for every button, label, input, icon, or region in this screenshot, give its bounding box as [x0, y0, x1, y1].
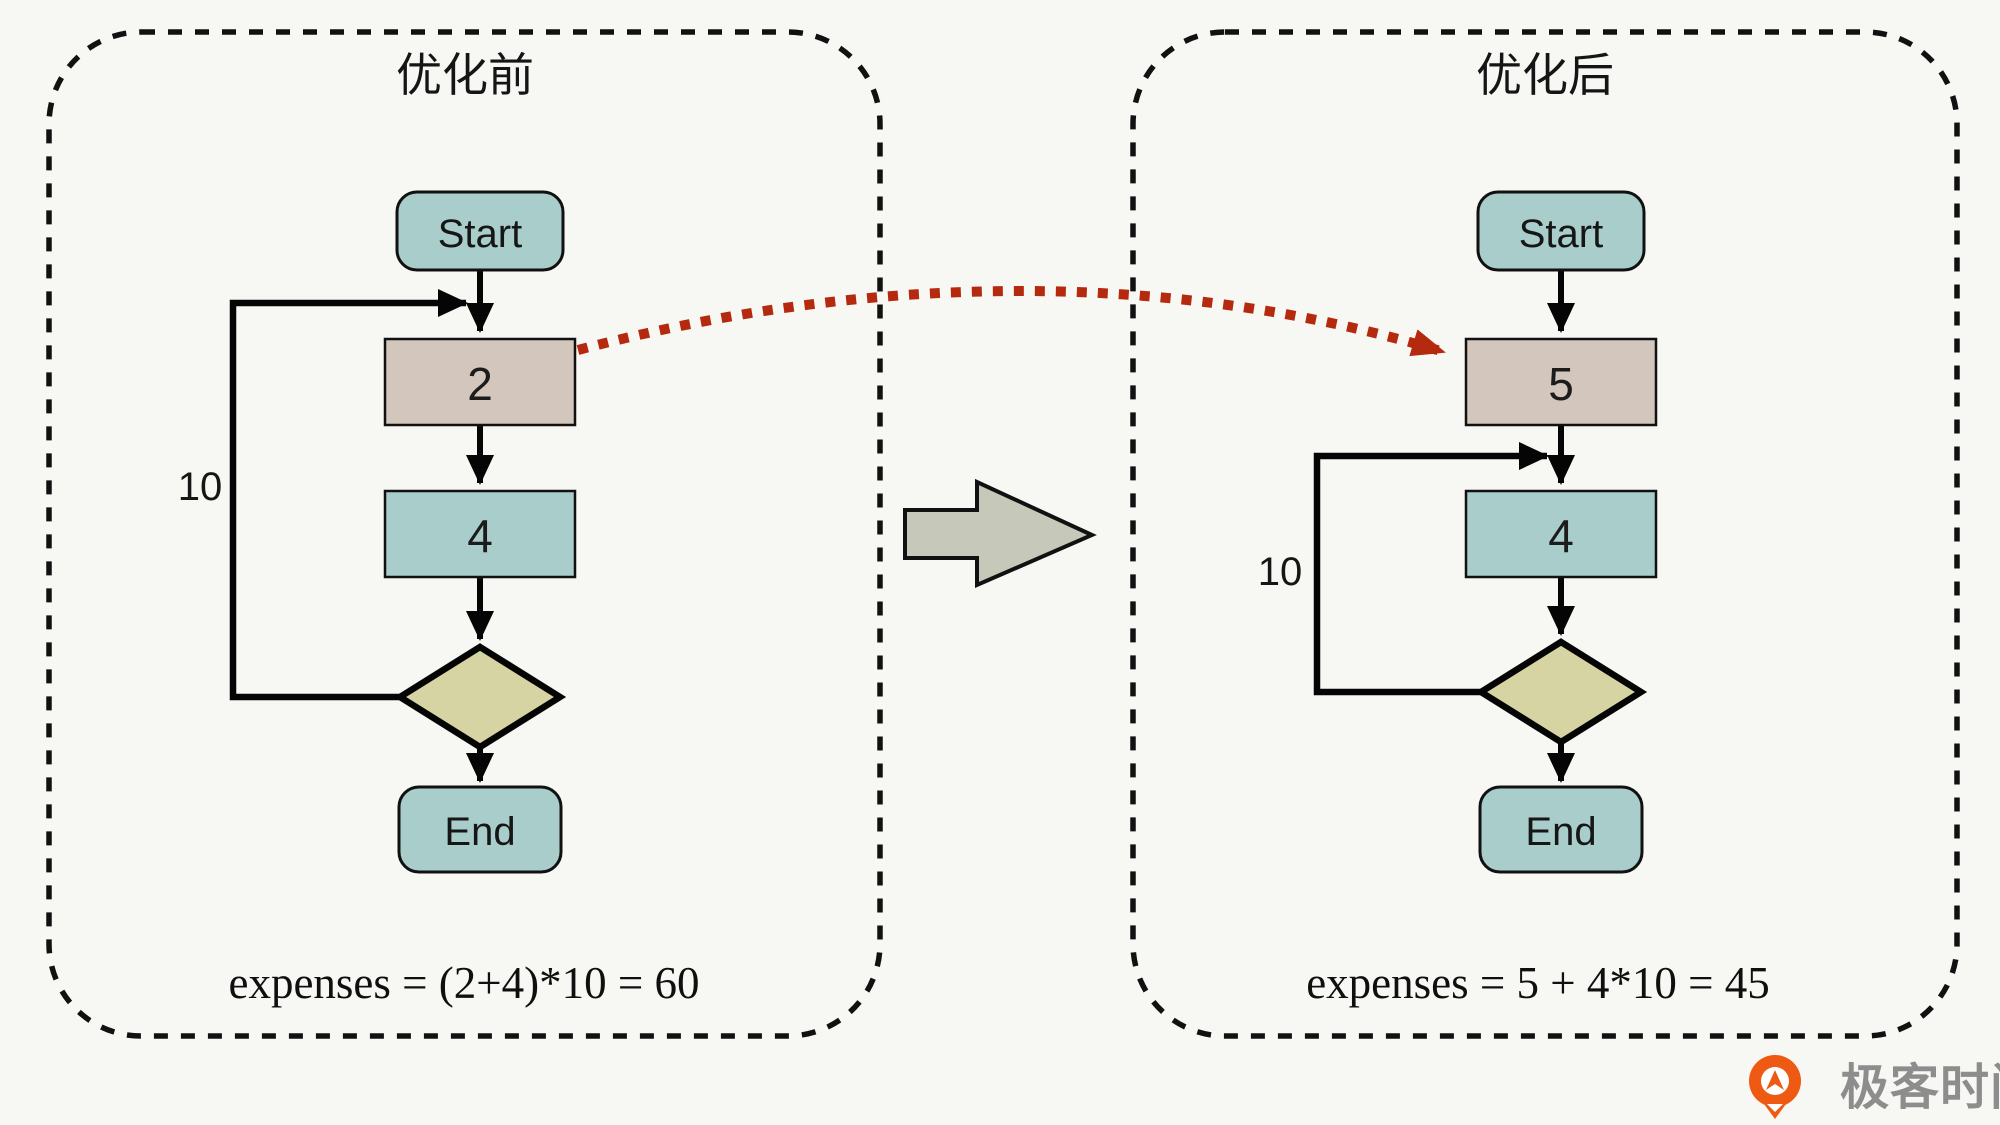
end-node-after [1478, 785, 1644, 874]
decision-diamond-after [1474, 638, 1648, 746]
end-node-after-label: End [1525, 810, 1596, 854]
inner-cost-node-after [1464, 489, 1658, 579]
start-node-after-label: Start [1519, 212, 1603, 256]
formula-after: expenses = 5 + 4*10 = 45 [1306, 958, 1770, 1008]
outer-cost-node-after [1464, 337, 1658, 427]
geektime-logo-icon [1749, 1055, 1801, 1119]
logo-pin-notch [1767, 1104, 1783, 1112]
start-node-before [395, 190, 565, 272]
logo-pin-needle [1766, 1070, 1784, 1090]
end-node-before-label: End [444, 810, 515, 854]
formula-before: expenses = (2+4)*10 = 60 [228, 958, 699, 1008]
panel-before-border [46, 29, 883, 1039]
start-node-before-label: Start [438, 212, 522, 256]
loop-back-arrow-before [229, 289, 468, 701]
geektime-logo: 极客时间 [1749, 1055, 2000, 1119]
outer-cost-node-after-label: 5 [1548, 358, 1574, 410]
loop-count-after: 10 [1258, 550, 1303, 594]
code-motion-red-arrow [576, 286, 1446, 357]
end-node-before [397, 785, 563, 874]
panel-before-title: 优化前 [396, 49, 534, 101]
inner-cost-node-before [383, 489, 577, 579]
panel-after-border [1130, 29, 1960, 1039]
outer-cost-node-before [383, 337, 577, 427]
decision-diamond-before [393, 643, 567, 751]
loop-back-arrow-after [1313, 442, 1549, 696]
loop-count-before: 10 [178, 465, 223, 509]
inner-cost-node-before-label: 4 [467, 510, 493, 562]
panel-after-title: 优化后 [1476, 49, 1614, 101]
inner-cost-node-after-label: 4 [1548, 510, 1574, 562]
geektime-logo-text: 极客时间 [1840, 1061, 2000, 1115]
outer-cost-node-before-label: 2 [467, 358, 493, 410]
start-node-after [1476, 190, 1646, 272]
transform-block-arrow [903, 478, 1097, 589]
